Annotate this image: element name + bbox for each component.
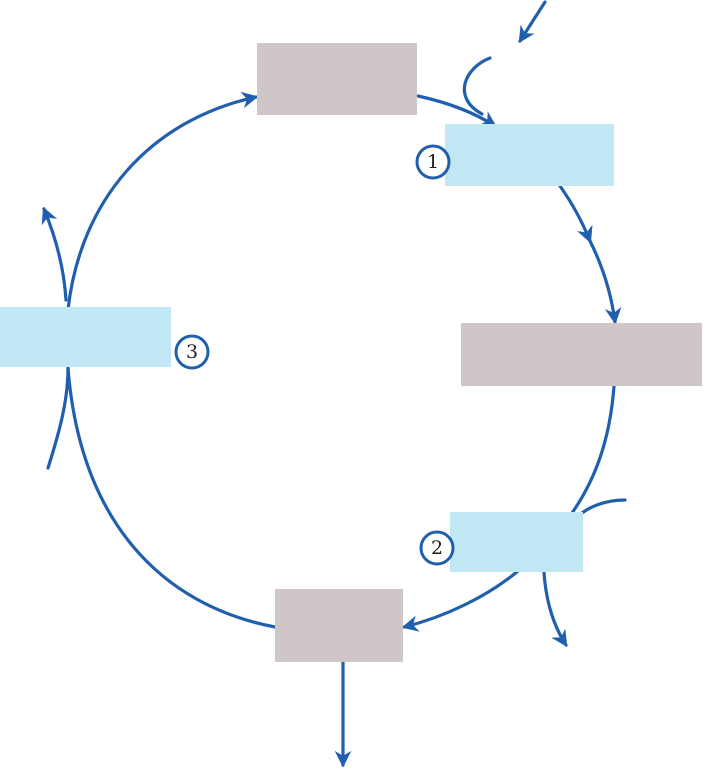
output-arrow-left (41, 206, 68, 302)
side-arrows (41, 0, 627, 768)
step-marker-1: 1 (415, 144, 451, 180)
input-line-right (580, 498, 627, 515)
step-circle-3 (174, 334, 210, 370)
arc-right-upper-b (588, 239, 622, 325)
enzyme-box-3 (0, 307, 171, 367)
step-circle-2 (419, 530, 455, 566)
step-label-1: 1 (427, 151, 439, 173)
output-arrow-right (542, 571, 568, 648)
substrate-boxes (257, 43, 702, 662)
step-label-2: 2 (431, 537, 443, 559)
arc-top-left (66, 91, 259, 312)
input-hook-top (462, 56, 492, 116)
arc-right-upper-a (558, 184, 593, 244)
step-marker-2: 2 (419, 530, 455, 566)
arc-bottom-right (401, 569, 520, 632)
arc-bottom-left (66, 366, 277, 629)
enzyme-box-2 (450, 512, 583, 572)
substrate-box-right (461, 323, 702, 386)
step-marker-3: 3 (174, 334, 210, 370)
cycle-arrows (66, 91, 622, 632)
arc-top-right (416, 94, 498, 128)
step-circle-1 (415, 144, 451, 180)
substrate-box-bottom (275, 589, 403, 662)
substrate-box-top (257, 43, 417, 115)
input-line-left (46, 366, 70, 470)
step-label-3: 3 (186, 341, 198, 363)
input-arrow-top (518, 0, 547, 44)
enzyme-boxes (0, 124, 614, 572)
arc-right-lower (570, 384, 616, 515)
enzyme-box-1 (445, 124, 614, 186)
